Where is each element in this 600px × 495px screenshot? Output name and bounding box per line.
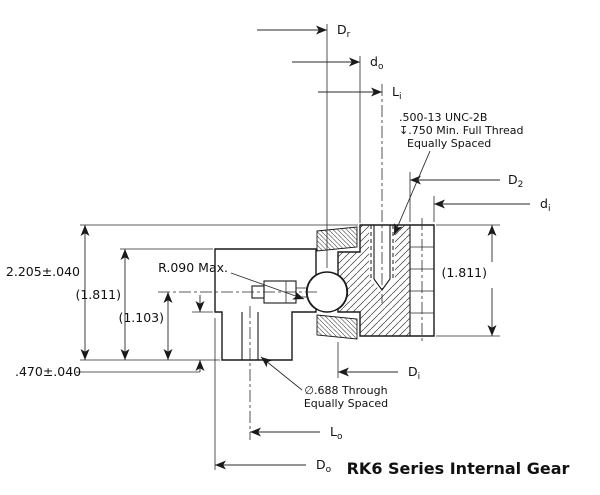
dim-label-flange-thickness: .470±.040 (15, 364, 81, 379)
thread-note-leader (393, 150, 431, 236)
note-mounting-hole-line2: Equally Spaced (304, 397, 388, 410)
drawing-title: RK6 Series Internal Gear (347, 459, 570, 478)
upper-seal (316, 226, 358, 252)
dim-label-race-diameter: Dr (337, 22, 351, 40)
dim-label-gear-bore-diameter: di (540, 196, 550, 214)
outer-ring-outline (214, 248, 317, 361)
internal-gear-teeth (409, 218, 434, 342)
dim-label-inner-ring-od: Di (408, 364, 420, 382)
extension-lines (76, 24, 500, 470)
inner-ring-section (337, 218, 435, 342)
dim-label-inner-bolt-circle: Li (392, 84, 401, 102)
threaded-hole (370, 225, 394, 291)
note-thread-spec-line2: ↧.750 Min. Full Thread (399, 124, 524, 137)
dimension-labels: Dr do Li D2 di 2.205±.040 (1.811) (1.103… (6, 22, 551, 475)
dim-label-center-height: (1.103) (118, 310, 164, 325)
dim-label-inner-ring-height: (1.811) (441, 265, 487, 280)
mounting-hole (241, 312, 259, 360)
note-mounting-hole-line1: ∅.688 Through (304, 384, 387, 397)
dim-label-seal-diameter: do (370, 54, 384, 72)
dim-label-overall-height: 2.205±.040 (6, 264, 80, 279)
note-thread-spec-line3: Equally Spaced (407, 137, 491, 150)
note-thread-spec-line1: .500-13 UNC-2B (399, 111, 487, 124)
notes: .500-13 UNC-2B ↧.750 Min. Full Thread Eq… (304, 111, 524, 410)
dim-label-radius-max: R.090 Max. (158, 260, 228, 275)
dimension-lines (80, 25, 530, 470)
dim-label-outer-ring-height: (1.811) (75, 287, 121, 302)
radius-leader (230, 272, 305, 300)
lower-seal (316, 314, 358, 340)
hole-note-leader (260, 356, 303, 391)
dim-label-outer-bolt-circle: Lo (330, 424, 343, 442)
outer-ring-section (214, 248, 317, 361)
dim-label-outer-diameter: Do (316, 457, 332, 475)
dim-label-gear-pitch-diameter: D2 (508, 172, 523, 190)
